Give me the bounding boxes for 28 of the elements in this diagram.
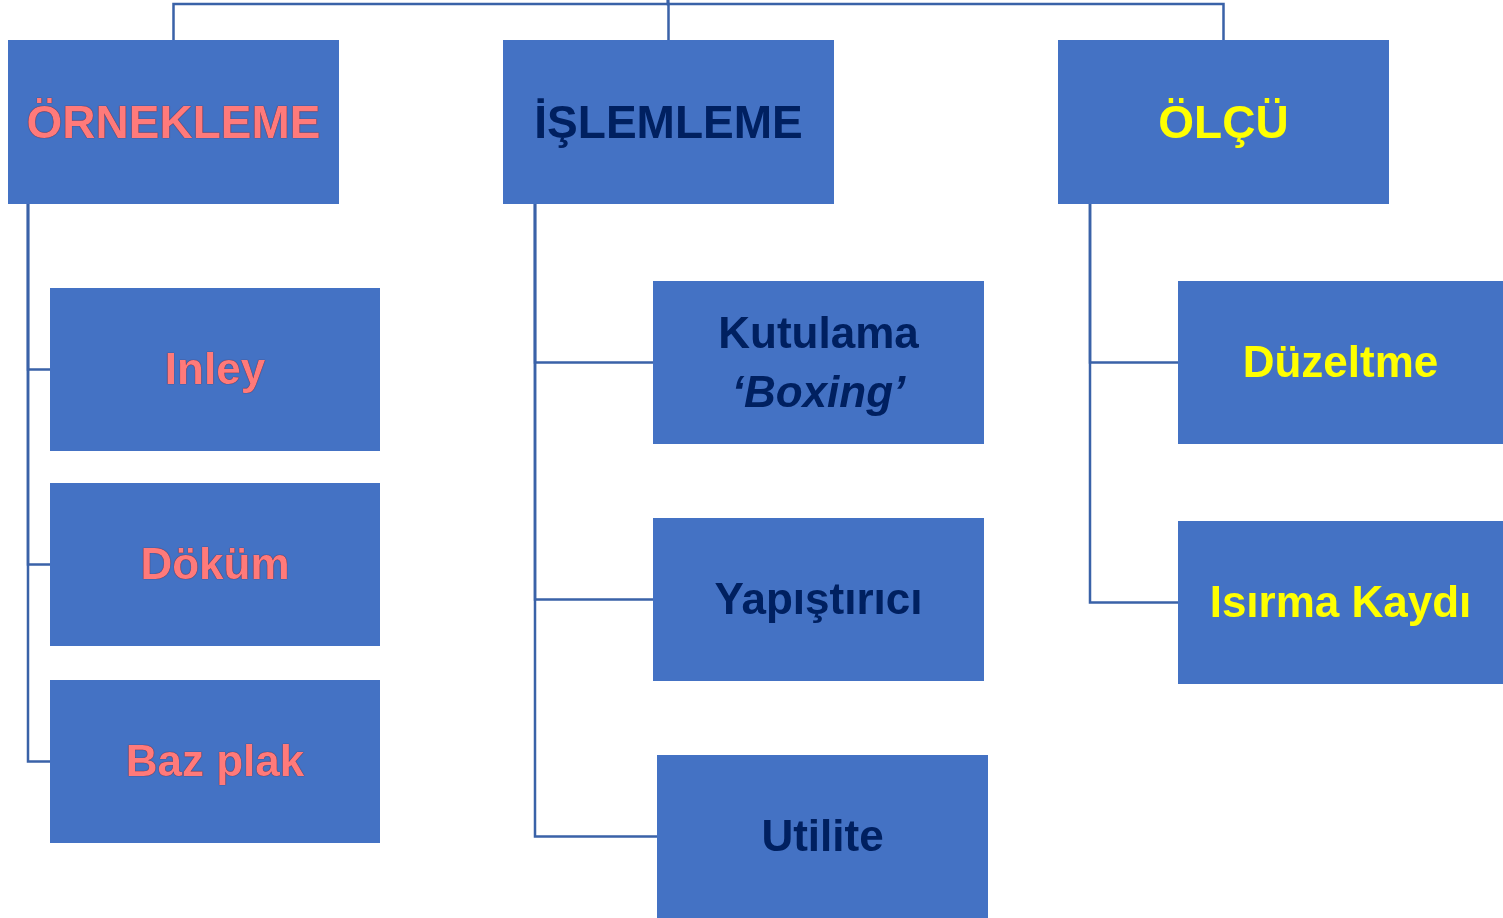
connector-line <box>533 204 657 838</box>
category-box <box>1178 281 1503 444</box>
box-label: ÖLÇÜ <box>1158 95 1289 149</box>
box-label: Döküm <box>140 539 290 590</box>
box-label: Düzeltme <box>1242 337 1439 388</box>
category-box <box>1058 40 1389 204</box>
category-box <box>50 288 380 451</box>
box-label: Inley <box>164 344 266 395</box>
box-label: ÖRNEKLEME <box>26 95 321 149</box>
box-label: Utilite <box>761 811 884 862</box>
box-label: Yapıştırıcı <box>714 574 923 625</box>
box-label: Baz plak <box>125 736 305 787</box>
connector-line <box>26 204 50 763</box>
box-label: ‘Boxing’ <box>731 366 906 418</box>
category-box <box>50 680 380 843</box>
category-box <box>503 40 834 204</box>
category-box <box>50 483 380 646</box>
connector-line <box>1088 204 1178 604</box>
box-label: İŞLEMLEME <box>534 95 803 149</box>
box-label: Isırma Kaydı <box>1209 577 1472 628</box>
box-label: Kutulama <box>718 307 919 359</box>
connector-line <box>172 0 670 40</box>
category-box <box>653 518 984 681</box>
category-box <box>657 755 988 918</box>
category-box <box>653 281 984 444</box>
connector-line <box>666 0 1225 40</box>
category-box <box>8 40 339 204</box>
category-box <box>1178 521 1503 684</box>
